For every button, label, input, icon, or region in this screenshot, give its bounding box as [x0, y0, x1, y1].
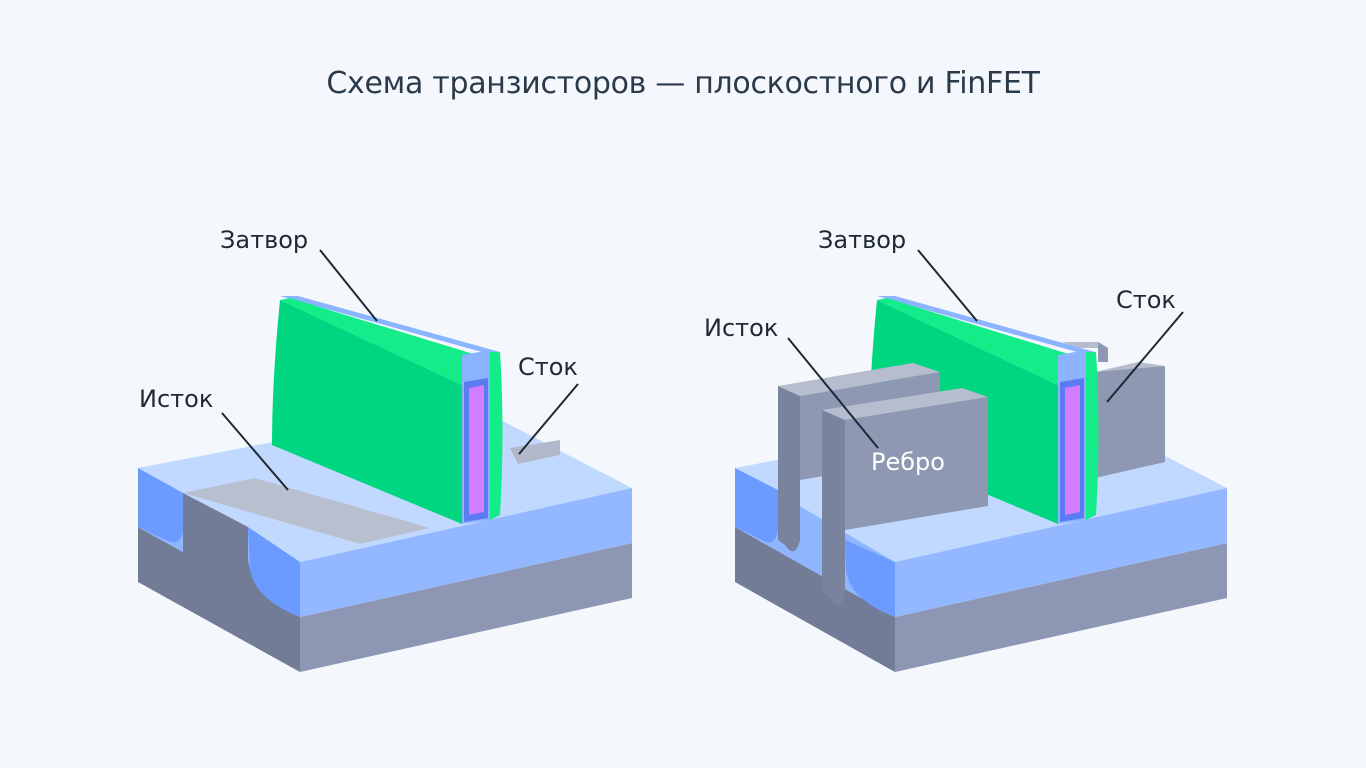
planar-gate-face	[272, 300, 462, 524]
finfet-base-left-face	[735, 527, 895, 672]
finfet-drain-face	[1095, 366, 1165, 478]
finfet-base-right-face	[895, 543, 1227, 672]
finfet-gate-strip	[877, 298, 1075, 385]
planar-source-well	[138, 468, 183, 543]
planar-gate-metal	[469, 385, 484, 515]
finfet-gate-leader	[917, 249, 978, 322]
finfet-drain-leader	[1106, 311, 1184, 403]
finfet-silicon-right-face	[895, 488, 1227, 617]
planar-gate-leader	[319, 249, 378, 322]
planar-source-label: Исток	[139, 385, 213, 413]
planar-drain-well	[248, 527, 300, 617]
planar-drain-region	[510, 440, 560, 464]
finfet-rear-fin-side	[778, 386, 800, 552]
finfet-rear-fin-top	[778, 363, 940, 396]
planar-drain-leader	[518, 383, 579, 455]
finfet-well-right	[845, 540, 895, 617]
planar-base-left-face	[138, 527, 300, 672]
diagram-title: Схема транзисторов — плоскостного и FinF…	[326, 66, 1040, 101]
finfet-gate-label: Затвор	[818, 226, 906, 254]
finfet-front-fin-top	[822, 388, 988, 420]
planar-gate-side-green	[490, 352, 503, 520]
planar-drain-label: Сток	[518, 353, 578, 381]
finfet-drain-label: Сток	[1116, 286, 1176, 314]
planar-source-leader	[221, 412, 289, 491]
planar-transistor: Затвор Исток Сток	[138, 226, 632, 672]
planar-well-cut	[183, 493, 300, 640]
finfet-back-fin-face	[1098, 342, 1108, 362]
planar-silicon-right-face	[300, 488, 632, 617]
planar-gate-label: Затвор	[220, 226, 308, 254]
finfet-fin-label: Ребро	[871, 448, 945, 476]
finfet-source-leader	[787, 337, 879, 449]
planar-base-right-face	[300, 543, 632, 672]
planar-gate-strip	[280, 298, 480, 385]
finfet-gate-top	[877, 296, 1095, 352]
planar-gate-top	[280, 296, 500, 352]
finfet-front-fin-side	[822, 410, 845, 605]
finfet-gate-side-green	[1086, 352, 1099, 520]
finfet-well-left	[735, 468, 778, 543]
finfet-source-label: Исток	[704, 314, 778, 342]
planar-channel	[183, 478, 430, 544]
finfet-gate-metal	[1065, 385, 1080, 515]
finfet-front-fin-face	[845, 397, 988, 530]
finfet-transistor: Затвор Исток Сток Ребро	[704, 226, 1227, 672]
